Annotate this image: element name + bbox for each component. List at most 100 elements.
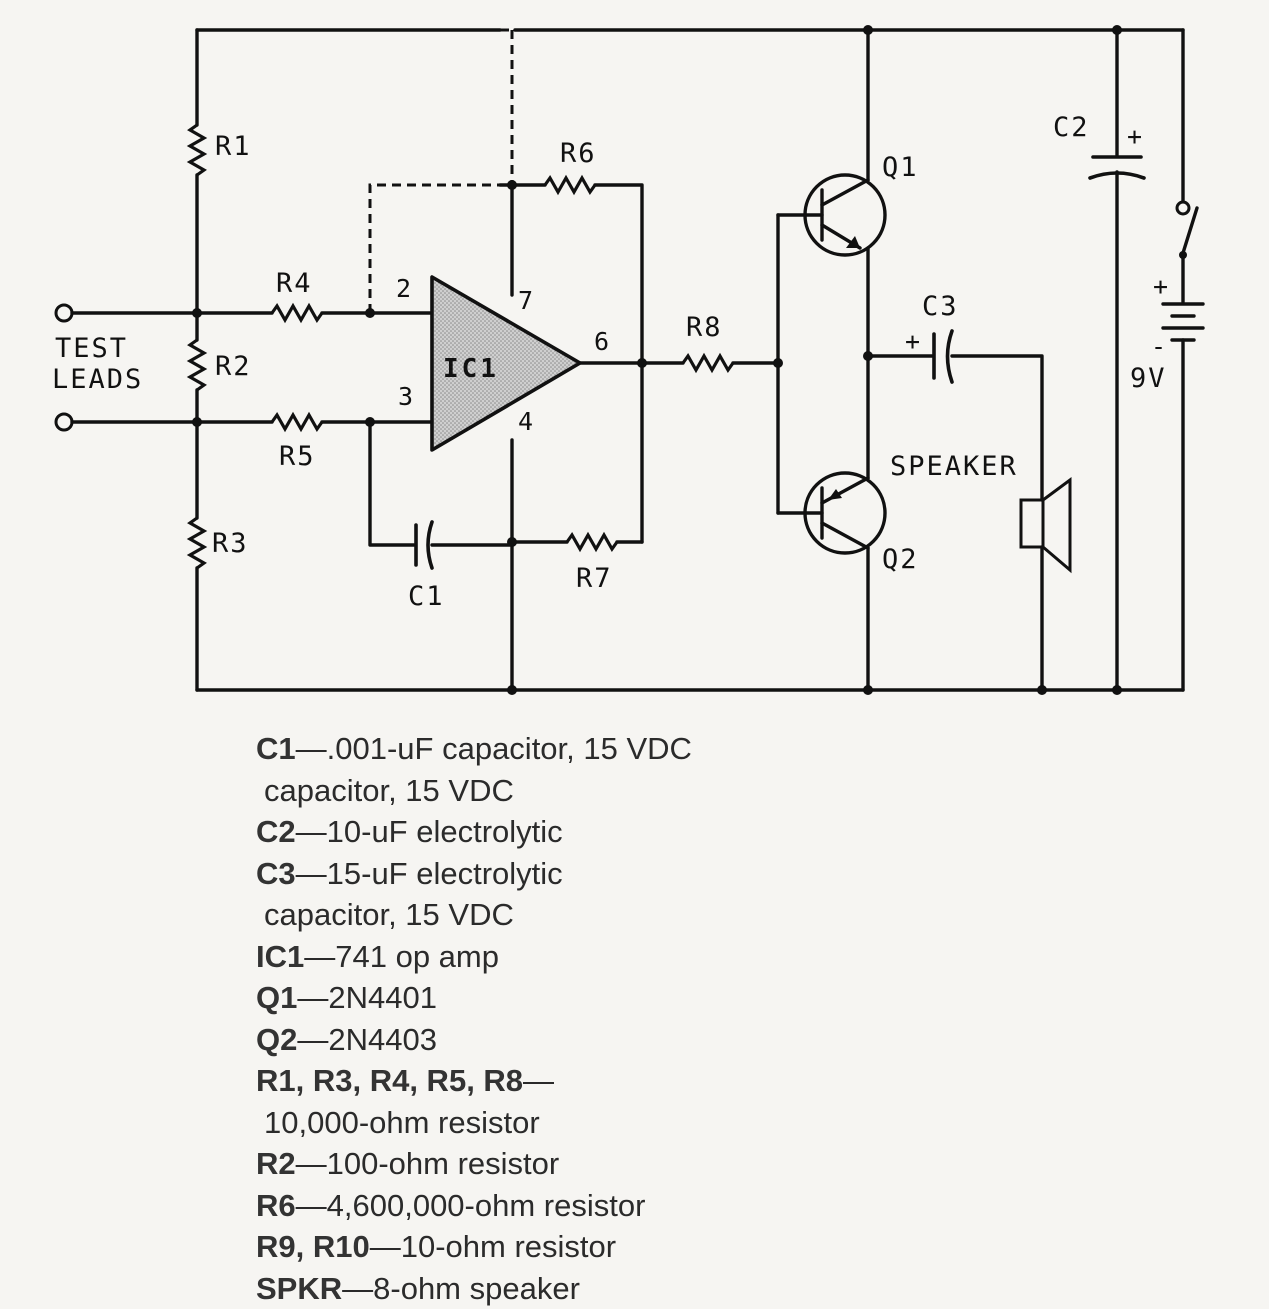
parts-list-item: R1, R3, R4, R5, R8— xyxy=(256,1060,876,1102)
part-ref: R9, R10 xyxy=(256,1229,370,1264)
speaker-magnet xyxy=(1021,500,1043,547)
part-ref: R1, R3, R4, R5, R8 xyxy=(256,1063,523,1098)
r6-label: R6 xyxy=(560,138,597,169)
part-ref: C1 xyxy=(256,731,296,766)
pin-4-label: 4 xyxy=(518,407,533,436)
r3-resistor xyxy=(190,518,204,568)
junction-dot xyxy=(863,351,873,361)
pin-6-label: 6 xyxy=(594,327,609,356)
r7-resistor xyxy=(567,535,617,549)
junction-dot xyxy=(1037,685,1047,695)
part-description: 15-uF electrolytic xyxy=(327,856,563,891)
q1-collector xyxy=(822,180,868,205)
part-ref: Q2 xyxy=(256,1022,297,1057)
part-separator: — xyxy=(296,814,327,849)
junction-dot xyxy=(773,358,783,368)
c3-label: C3 xyxy=(922,291,959,322)
parts-list-item: C2—10-uF electrolytic xyxy=(256,811,876,853)
part-separator: — xyxy=(370,1229,401,1264)
battery-label: 9V xyxy=(1130,363,1167,394)
junction-dot xyxy=(507,180,517,190)
part-separator: — xyxy=(296,1146,327,1181)
part-separator: — xyxy=(296,856,327,891)
r6-resistor xyxy=(545,178,595,192)
part-description: 10-ohm resistor xyxy=(401,1229,616,1264)
part-description: capacitor, 15 VDC xyxy=(264,897,514,932)
battery-plus-mark: + xyxy=(1153,272,1168,301)
circuit-schematic: R1 R2 R3 R4 R5 R6 R7 R8 C1 C2 C3 IC1 Q1 … xyxy=(0,0,1269,720)
pin-7-label: 7 xyxy=(518,286,533,315)
c2-label: C2 xyxy=(1053,112,1090,143)
q2-label: Q2 xyxy=(882,544,919,575)
battery-minus-mark: - xyxy=(1151,332,1166,361)
switch-contact-top xyxy=(1177,202,1189,214)
speaker-cone xyxy=(1043,480,1070,570)
junction-dot xyxy=(365,417,375,427)
parts-list-item: Q1—2N4401 xyxy=(256,977,876,1019)
junction-dot xyxy=(1112,685,1122,695)
part-description: 10,000-ohm resistor xyxy=(264,1105,540,1140)
part-separator: — xyxy=(523,1063,554,1098)
parts-list-item: capacitor, 15 VDC xyxy=(256,770,876,812)
r4-label: R4 xyxy=(276,268,313,299)
part-separator: — xyxy=(304,939,335,974)
parts-list-item: R2—100-ohm resistor xyxy=(256,1143,876,1185)
part-ref: SPKR xyxy=(256,1271,342,1306)
part-description: 2N4401 xyxy=(328,980,437,1015)
r1-resistor xyxy=(190,125,204,175)
q1-label: Q1 xyxy=(882,152,919,183)
part-ref: C3 xyxy=(256,856,296,891)
c1-label: C1 xyxy=(408,581,445,612)
part-description: 100-ohm resistor xyxy=(327,1146,560,1181)
test-lead-terminal-1 xyxy=(56,305,72,321)
part-ref: R6 xyxy=(256,1188,296,1223)
part-description: 4,600,000-ohm resistor xyxy=(327,1188,646,1223)
part-separator: — xyxy=(342,1271,373,1306)
parts-list-item: R6—4,600,000-ohm resistor xyxy=(256,1185,876,1227)
pin-2-label: 2 xyxy=(396,274,411,303)
q2-collector xyxy=(822,523,868,548)
part-ref: IC1 xyxy=(256,939,304,974)
junction-dot xyxy=(863,685,873,695)
junction-dot xyxy=(637,358,647,368)
speaker-label: SPEAKER xyxy=(890,451,1018,482)
c3-plus-mark: + xyxy=(905,327,920,356)
part-separator: — xyxy=(297,1022,328,1057)
r1-label: R1 xyxy=(215,131,252,162)
parts-list-item: 10,000-ohm resistor xyxy=(256,1102,876,1144)
part-separator: — xyxy=(296,731,327,766)
part-description: .001-uF capacitor, 15 VDC xyxy=(327,731,692,766)
part-description: 2N4403 xyxy=(328,1022,437,1057)
r2-label: R2 xyxy=(215,351,252,382)
part-description: 10-uF electrolytic xyxy=(327,814,563,849)
part-description: 8-ohm speaker xyxy=(373,1271,580,1306)
part-ref: Q1 xyxy=(256,980,297,1015)
c1-capacitor xyxy=(416,522,432,568)
r5-resistor xyxy=(272,415,322,429)
parts-list-item: C1—.001-uF capacitor, 15 VDC xyxy=(256,728,876,770)
part-ref: R2 xyxy=(256,1146,296,1181)
r4-resistor xyxy=(272,306,322,320)
test-lead-terminal-2 xyxy=(56,414,72,430)
c1-wire-left xyxy=(370,422,414,545)
r8-resistor xyxy=(683,356,733,370)
junction-dot xyxy=(863,25,873,35)
parts-list-item: R9, R10—10-ohm resistor xyxy=(256,1226,876,1268)
ic1-label: IC1 xyxy=(443,354,499,384)
c2-plus-mark: + xyxy=(1127,122,1142,151)
parts-list-item: IC1—741 op amp xyxy=(256,936,876,978)
junction-dot xyxy=(192,308,202,318)
junction-dot xyxy=(1112,25,1122,35)
parts-list-item: C3—15-uF electrolytic xyxy=(256,853,876,895)
part-description: 741 op amp xyxy=(335,939,499,974)
part-description: capacitor, 15 VDC xyxy=(264,773,514,808)
parts-list-item: capacitor, 15 VDC xyxy=(256,894,876,936)
r3-label: R3 xyxy=(212,528,249,559)
junction-dot xyxy=(365,308,375,318)
r5-label: R5 xyxy=(279,441,316,472)
c3-capacitor xyxy=(934,331,952,382)
junction-dot xyxy=(507,537,517,547)
test-leads-label-line1: TEST xyxy=(55,333,128,364)
test-leads-label-line2: LEADS xyxy=(52,364,143,395)
